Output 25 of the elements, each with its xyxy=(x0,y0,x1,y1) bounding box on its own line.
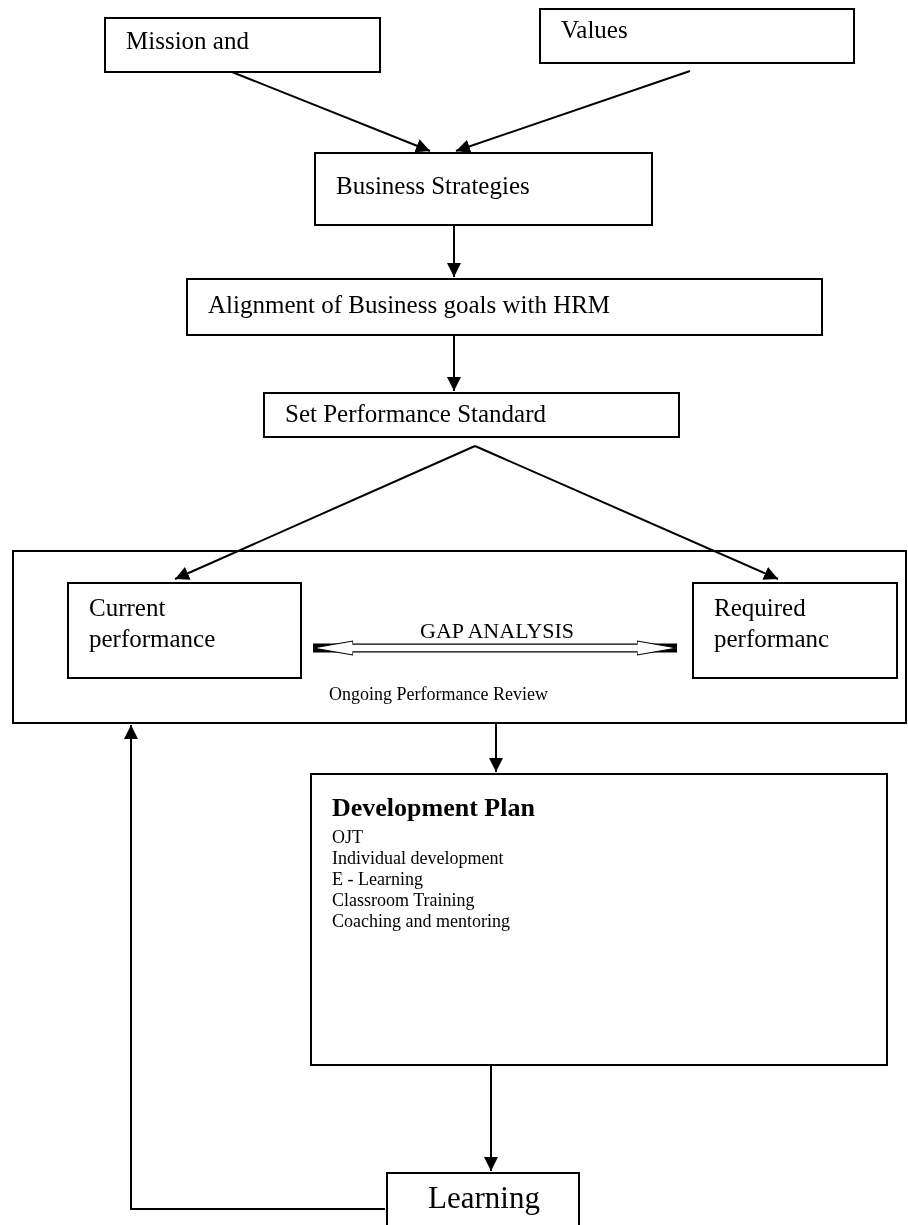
process-box xyxy=(263,392,680,438)
process-box xyxy=(186,278,823,336)
box-label: Values xyxy=(561,16,628,44)
box-label: Required performanc xyxy=(714,593,831,655)
box-label: Learning xyxy=(428,1180,540,1216)
process-box xyxy=(310,773,888,1066)
list-item: Individual development xyxy=(332,848,504,869)
process-box xyxy=(67,582,302,679)
list-item: OJT xyxy=(332,827,363,848)
process-box xyxy=(386,1172,580,1225)
group-panel xyxy=(12,550,907,724)
process-box xyxy=(539,8,855,64)
box-label: Alignment of Business goals with HRM xyxy=(208,291,611,319)
process-box xyxy=(104,17,381,73)
list-item: Coaching and mentoring xyxy=(332,911,510,932)
box-label: Current performance xyxy=(89,593,217,655)
box-label: Mission and xyxy=(126,27,249,55)
box-label: Ongoing Performance Review xyxy=(329,684,548,705)
list-item: Classroom Training xyxy=(332,890,475,911)
process-box xyxy=(692,582,898,679)
box-label: Business Strategies xyxy=(336,172,530,200)
list-item: E - Learning xyxy=(332,869,423,890)
box-heading: Development Plan xyxy=(332,793,535,823)
process-box xyxy=(314,152,653,226)
box-label: Set Performance Standard xyxy=(285,400,547,428)
